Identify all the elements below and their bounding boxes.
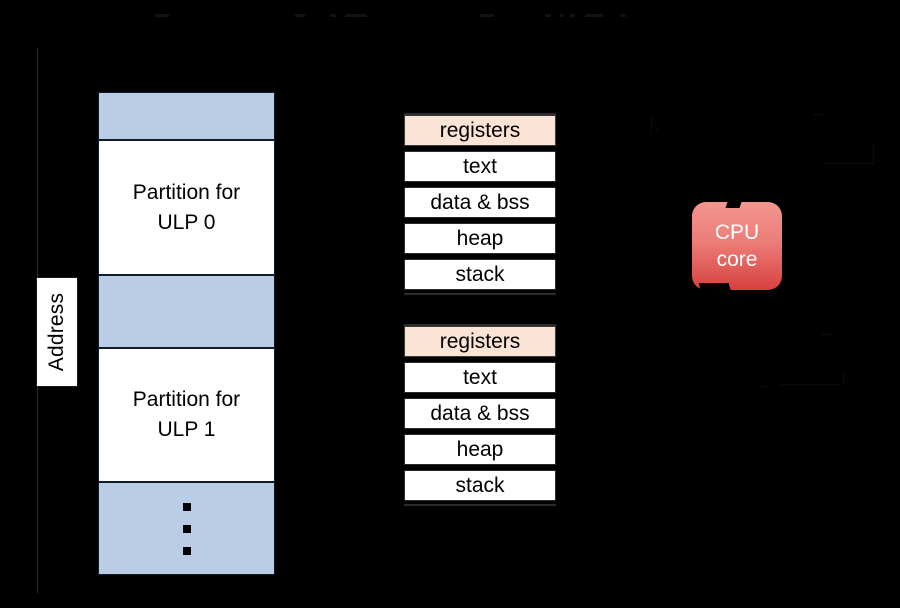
ellipsis-dot-3 xyxy=(182,546,191,555)
connector-stroke-6 xyxy=(820,334,832,335)
clipped-top-text-fragment-10 xyxy=(620,14,626,17)
process-image-1-row-data-bss[interactable]: data & bss xyxy=(404,398,556,429)
process-image-0-bottom-rule xyxy=(404,293,556,295)
memory-block-partition-ulp1[interactable]: Partition for ULP 1 xyxy=(98,348,275,482)
process-image-0-row-stack[interactable]: stack xyxy=(404,259,556,290)
memory-block-partition-ulp0-line1: Partition for xyxy=(132,180,241,204)
memory-column: Partition for ULP 0 Partition for ULP 1 xyxy=(98,92,275,575)
connector-stroke-9 xyxy=(843,372,844,384)
process-image-1-top-rule xyxy=(404,324,556,326)
connector-stroke-5 xyxy=(825,163,875,164)
memory-block-free-0[interactable] xyxy=(98,92,275,140)
process-image-0: registers text data & bss heap stack xyxy=(404,115,556,290)
process-image-0-row-text-label: text xyxy=(463,155,497,178)
process-image-1-row-stack-label: stack xyxy=(455,474,505,497)
process-image-0-row-data-bss-label: data & bss xyxy=(430,191,530,214)
process-image-0-row-stack-label: stack xyxy=(455,263,505,286)
cpu-core-line1: CPU xyxy=(714,220,760,244)
process-image-1-row-registers-label: registers xyxy=(439,330,521,353)
connector-stroke-8 xyxy=(758,386,768,387)
clipped-top-text-fragment-7 xyxy=(560,14,564,17)
cpu-core-line2: core xyxy=(716,248,758,271)
memory-block-partition-ulp1-label: Partition for ULP 1 xyxy=(133,385,240,445)
process-image-1-row-text-label: text xyxy=(463,366,497,389)
process-image-0-row-text[interactable]: text xyxy=(404,151,556,182)
cpu-core-notch-top xyxy=(725,199,743,208)
clipped-top-text-fragment-1 xyxy=(155,14,169,17)
cpu-core-block[interactable]: CPU core xyxy=(692,202,782,290)
clipped-top-text-fragment-2 xyxy=(295,14,305,17)
process-image-1: registers text data & bss heap stack xyxy=(404,326,556,501)
memory-block-partition-ulp0-line2: ULP 0 xyxy=(157,210,216,234)
process-image-0-top-rule xyxy=(404,113,556,115)
connector-stroke-7 xyxy=(781,384,841,385)
ellipsis-dot-2 xyxy=(182,524,191,533)
ellipsis-dot-1 xyxy=(182,502,191,511)
process-image-0-row-registers[interactable]: registers xyxy=(404,115,556,146)
address-axis-label: Address xyxy=(36,277,78,387)
memory-block-partition-ulp1-line2: ULP 1 xyxy=(157,418,216,441)
clipped-top-text-fragment-5 xyxy=(480,14,494,17)
process-image-1-row-heap-label: heap xyxy=(456,438,504,461)
connector-stroke-4 xyxy=(873,143,874,165)
clipped-top-text-fragment-6 xyxy=(545,14,551,17)
memory-block-free-2[interactable] xyxy=(98,482,275,575)
process-image-0-row-heap-label: heap xyxy=(456,227,504,250)
clipped-top-text-fragment-8 xyxy=(570,14,575,17)
process-image-1-row-stack[interactable]: stack xyxy=(404,470,556,501)
process-image-0-row-data-bss[interactable]: data & bss xyxy=(404,187,556,218)
clipped-top-text-fragment-9 xyxy=(585,14,603,17)
connector-stroke-3 xyxy=(812,114,826,115)
process-image-0-row-registers-label: registers xyxy=(439,119,521,142)
process-image-1-bottom-rule xyxy=(404,504,556,506)
clipped-top-text-fragment-3 xyxy=(330,14,336,17)
memory-block-partition-ulp0-label: Partition for ULP 0 xyxy=(133,178,240,238)
connector-stroke-2 xyxy=(657,126,658,132)
memory-block-free-1[interactable] xyxy=(98,275,275,348)
connector-stroke-1 xyxy=(651,116,652,134)
memory-block-partition-ulp1-line1: Partition for xyxy=(132,388,241,412)
process-image-0-row-heap[interactable]: heap xyxy=(404,223,556,254)
process-image-1-row-data-bss-label: data & bss xyxy=(430,402,530,425)
memory-block-partition-ulp0[interactable]: Partition for ULP 0 xyxy=(98,140,275,275)
process-image-1-row-registers[interactable]: registers xyxy=(404,326,556,357)
vertical-ellipsis-icon xyxy=(182,502,191,555)
clipped-top-text-fragment-4 xyxy=(345,14,367,17)
address-axis-label-text: Address xyxy=(45,292,68,372)
cpu-core-notch-bottom xyxy=(698,283,732,293)
process-image-1-row-text[interactable]: text xyxy=(404,362,556,393)
process-image-1-row-heap[interactable]: heap xyxy=(404,434,556,465)
